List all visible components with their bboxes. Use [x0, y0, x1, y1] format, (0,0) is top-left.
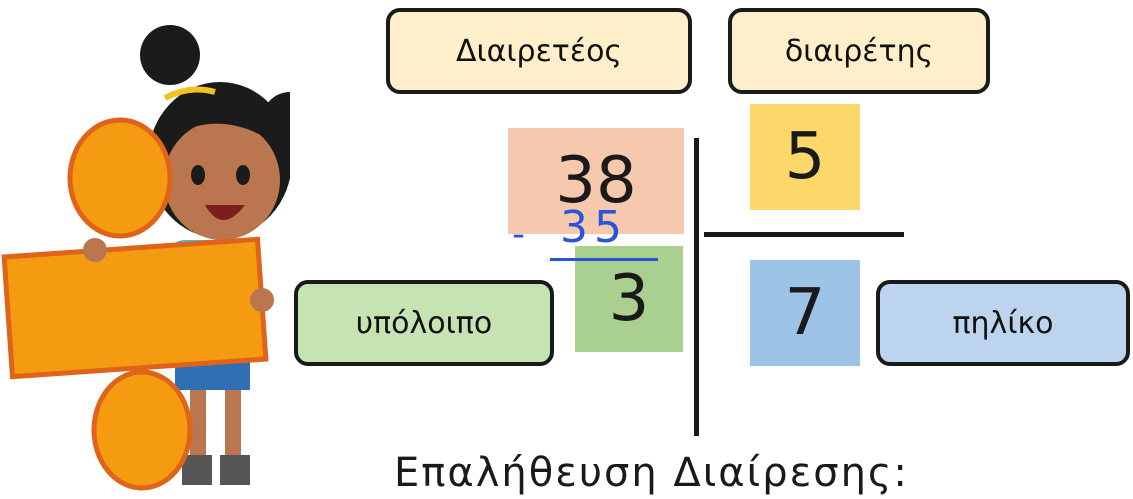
- remainder-value: 3: [575, 246, 683, 352]
- divisor-label-text: διαιρέτης: [785, 34, 933, 69]
- division-horizontal-line: [704, 232, 904, 237]
- quotient-value: 7: [750, 260, 860, 366]
- verification-heading: Επαλήθευση Διαίρεσης:: [394, 450, 909, 496]
- subtraction-line: [550, 258, 658, 261]
- dividend-label-text: Διαιρετέος: [456, 34, 622, 69]
- quotient-label: πηλίκο: [876, 280, 1130, 366]
- quotient-number: 7: [785, 276, 826, 350]
- division-vertical-line: [694, 138, 699, 436]
- subtrahend-number: 35: [560, 202, 628, 253]
- divisor-label: διαιρέτης: [728, 8, 990, 94]
- remainder-number: 3: [609, 262, 650, 336]
- divisor-value: 5: [750, 104, 860, 210]
- dividend-label: Διαιρετέος: [386, 8, 692, 94]
- divisor-number: 5: [785, 120, 826, 194]
- remainder-label: υπόλοιπο: [294, 280, 554, 366]
- quotient-label-text: πηλίκο: [952, 306, 1053, 341]
- minus-sign: -: [512, 214, 531, 255]
- remainder-label-text: υπόλοιπο: [356, 306, 492, 341]
- girl-division-illustration: [0, 0, 290, 499]
